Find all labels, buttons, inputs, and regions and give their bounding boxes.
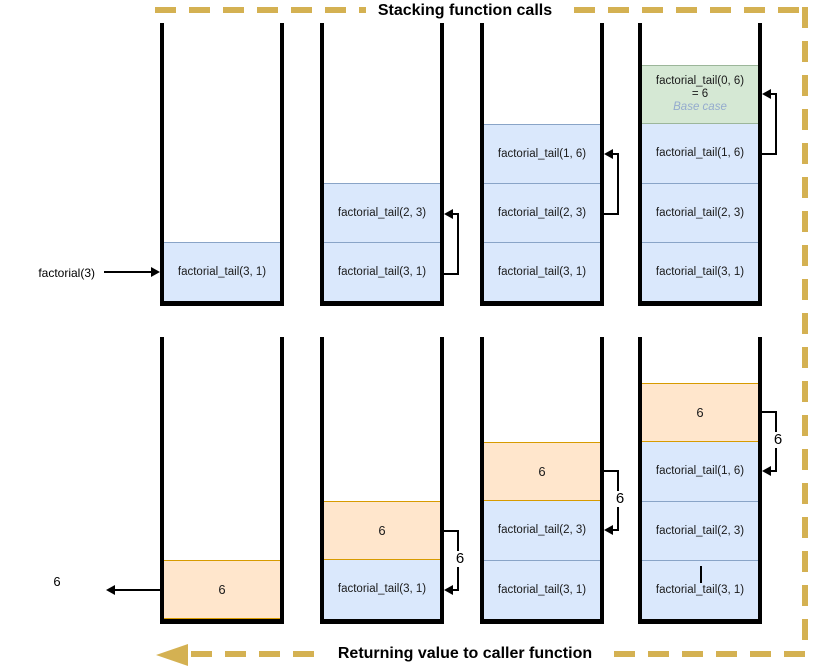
- return-connector: [453, 589, 459, 591]
- stack-frame: factorial_tail(3, 1): [484, 242, 600, 301]
- connector-value-label: 6: [608, 491, 632, 507]
- recursive-call-arrowhead-icon: [604, 149, 613, 159]
- frame-label: factorial_tail(3, 1): [497, 583, 587, 596]
- stack-frame: factorial_tail(3, 1): [324, 560, 440, 619]
- return-stack-step-4: 6 factorial_tail(1, 6) factorial_tail(2,…: [638, 337, 762, 624]
- frame-label: factorial_tail(2, 3): [655, 524, 745, 537]
- frame-label: factorial_tail(1, 6): [655, 465, 745, 477]
- frame-label: factorial_tail(3, 1): [337, 583, 427, 595]
- return-connector: [604, 470, 619, 472]
- frame-label: factorial_tail(3, 1): [497, 265, 587, 278]
- recursive-call-connector: [762, 153, 777, 155]
- recursive-call-connector: [613, 153, 619, 155]
- call-stack-step-1: factorial_tail(3, 1): [160, 23, 284, 306]
- call-arrow-line: [104, 271, 152, 273]
- stack-frame: factorial_tail(3, 1): [484, 560, 600, 619]
- base-case-result: = 6: [691, 88, 709, 100]
- frame-stub-line: [700, 566, 702, 583]
- stack-frame: factorial_tail(3, 1): [642, 242, 758, 301]
- stack-frame: factorial_tail(1, 6): [642, 442, 758, 501]
- frame-label: 6: [378, 523, 386, 538]
- flow-dash-right-rail: [802, 7, 808, 653]
- frame-label: factorial_tail(3, 1): [655, 583, 745, 596]
- recursive-call-connector: [771, 93, 777, 95]
- return-connector: [771, 470, 777, 472]
- frame-label: factorial_tail(2, 3): [497, 524, 587, 536]
- recursive-call-connector: [775, 93, 777, 155]
- return-stack-step-1: 6: [160, 337, 284, 624]
- frame-label: factorial_tail(3, 1): [337, 265, 427, 278]
- stack-frame: factorial_tail(3, 1): [164, 242, 280, 301]
- frame-label: factorial_tail(2, 3): [655, 206, 745, 219]
- call-stack-step-2: factorial_tail(2, 3) factorial_tail(3, 1…: [320, 23, 444, 306]
- base-case-frame: factorial_tail(0, 6) = 6 Base case: [642, 65, 758, 124]
- return-value-frame: 6: [642, 383, 758, 442]
- stack-frame: factorial_tail(2, 3): [642, 183, 758, 242]
- recursive-call-connector: [453, 213, 459, 215]
- base-case-note: Base case: [673, 101, 727, 113]
- return-connector: [762, 411, 777, 413]
- frame-label: factorial_tail(1, 6): [497, 147, 587, 160]
- flow-dash-bottom-right: [614, 651, 807, 657]
- caller-label: factorial(3): [38, 266, 95, 280]
- return-arrowhead-icon: [604, 525, 613, 535]
- top-flow-title: Stacking function calls: [377, 2, 553, 19]
- frame-label: factorial_tail(2, 3): [497, 206, 587, 219]
- stack-frame: factorial_tail(2, 3): [484, 183, 600, 242]
- stack-frame: factorial_tail(2, 3): [324, 183, 440, 242]
- frame-label: 6: [218, 582, 226, 597]
- return-arrowhead-icon: [444, 585, 453, 595]
- frame-label: factorial_tail(0, 6): [655, 75, 745, 87]
- return-arrow-line: [114, 589, 160, 591]
- frame-label: 6: [538, 464, 546, 479]
- return-value-frame: 6: [164, 560, 280, 619]
- stack-frame: factorial_tail(2, 3): [484, 501, 600, 560]
- flow-dash-top-right: [574, 7, 807, 13]
- recursive-call-connector: [617, 153, 619, 215]
- return-stack-step-3: 6 factorial_tail(2, 3) factorial_tail(3,…: [480, 337, 604, 624]
- stack-frame: factorial_tail(2, 3): [642, 501, 758, 560]
- frame-label: factorial_tail(2, 3): [337, 206, 427, 219]
- recursive-call-connector: [604, 213, 619, 215]
- recursive-call-arrowhead-icon: [444, 209, 453, 219]
- flow-dash-top-left: [155, 7, 366, 13]
- connector-value-label: 6: [448, 551, 472, 567]
- returned-value-label: 6: [53, 574, 61, 589]
- flow-dash-bottom-left: [191, 651, 320, 657]
- return-connector: [444, 530, 459, 532]
- call-stack-step-3: factorial_tail(1, 6) factorial_tail(2, 3…: [480, 23, 604, 306]
- recursive-call-connector: [457, 213, 459, 275]
- bottom-flow-title: Returning value to caller function: [337, 645, 593, 662]
- frame-label: factorial_tail(3, 1): [177, 265, 267, 278]
- recursive-call-connector: [444, 273, 459, 275]
- frame-label: factorial_tail(1, 6): [655, 147, 745, 159]
- call-stack-step-4: factorial_tail(0, 6) = 6 Base case facto…: [638, 23, 762, 306]
- frame-label: factorial_tail(3, 1): [655, 265, 745, 278]
- return-value-frame: 6: [324, 501, 440, 560]
- return-value-frame: 6: [484, 442, 600, 501]
- call-arrow-head-icon: [151, 267, 160, 277]
- flow-arrowhead-icon: [156, 644, 188, 666]
- return-stack-step-2: 6 factorial_tail(3, 1): [320, 337, 444, 624]
- stack-frame: factorial_tail(1, 6): [484, 124, 600, 183]
- stack-frame: factorial_tail(3, 1): [324, 242, 440, 301]
- frame-label: 6: [696, 405, 704, 420]
- stack-frame: factorial_tail(3, 1): [642, 560, 758, 619]
- recursive-call-arrowhead-icon: [762, 89, 771, 99]
- return-arrow-head-icon: [106, 585, 115, 595]
- return-arrowhead-icon: [762, 466, 771, 476]
- return-connector: [613, 529, 619, 531]
- stack-frame: factorial_tail(1, 6): [642, 124, 758, 183]
- connector-value-label: 6: [766, 432, 790, 448]
